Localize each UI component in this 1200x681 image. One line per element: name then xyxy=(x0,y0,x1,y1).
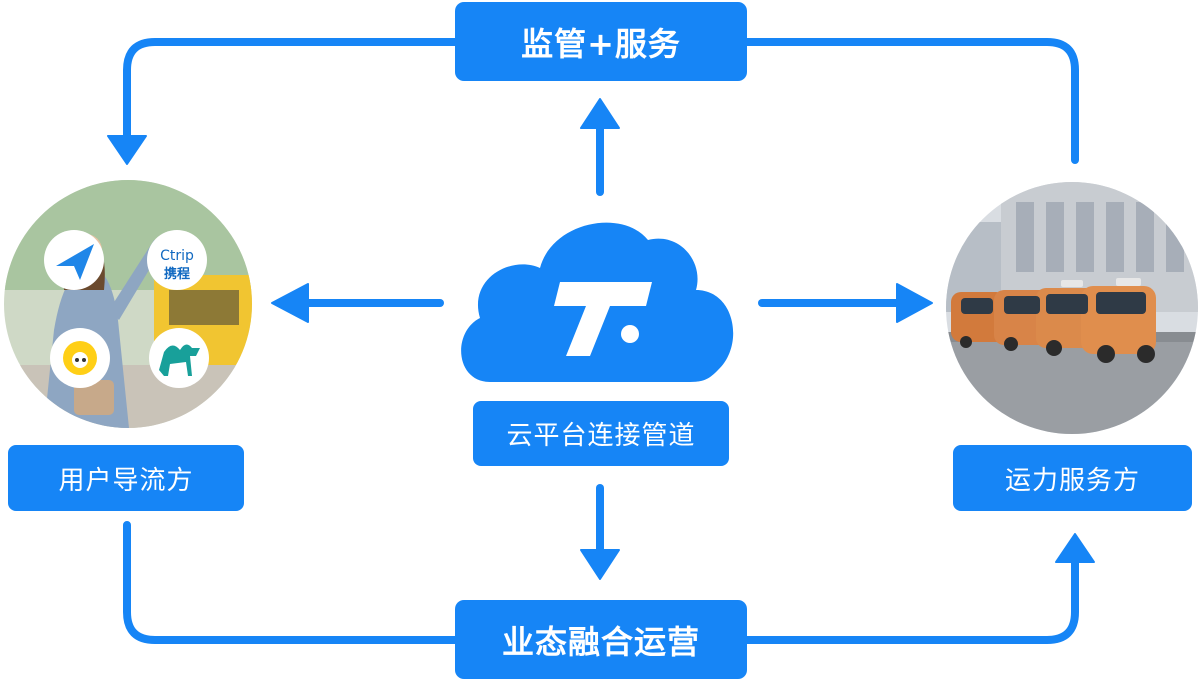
regulation-service-box: 监管+服务 xyxy=(455,2,747,81)
map-app-icon xyxy=(44,230,104,290)
business-integration-box: 业态融合运营 xyxy=(455,600,747,679)
arrowhead-down-left xyxy=(108,136,146,164)
user-traffic-photo: Ctrip 携程 xyxy=(4,180,252,428)
connector-right-to-top xyxy=(747,42,1075,160)
connector-top-to-left xyxy=(127,42,455,140)
connector-bottom-to-right xyxy=(747,560,1075,640)
ctrip-logo-en: Ctrip xyxy=(160,248,194,264)
ctrip-logo-cn: 携程 xyxy=(164,266,190,282)
cloud-platform-box: 云平台连接管道 xyxy=(473,401,729,466)
user-traffic-box: 用户导流方 xyxy=(8,445,244,511)
connector-left-to-bottom xyxy=(127,525,455,640)
taxi-fleet-photo xyxy=(946,182,1198,434)
cloud-icon xyxy=(461,223,733,382)
arrowhead-down-center xyxy=(581,550,619,579)
arrowhead-up-center xyxy=(581,99,619,128)
ctrip-app-icon: Ctrip 携程 xyxy=(147,230,207,290)
qunar-app-icon xyxy=(149,328,209,388)
arrowhead-up-right xyxy=(1056,534,1094,562)
capacity-service-box: 运力服务方 xyxy=(953,445,1192,511)
cloud-dot-mark xyxy=(621,325,639,343)
arrowhead-left-center xyxy=(272,284,308,322)
fliggy-app-icon xyxy=(50,328,110,388)
arrowhead-right-center xyxy=(897,284,932,322)
